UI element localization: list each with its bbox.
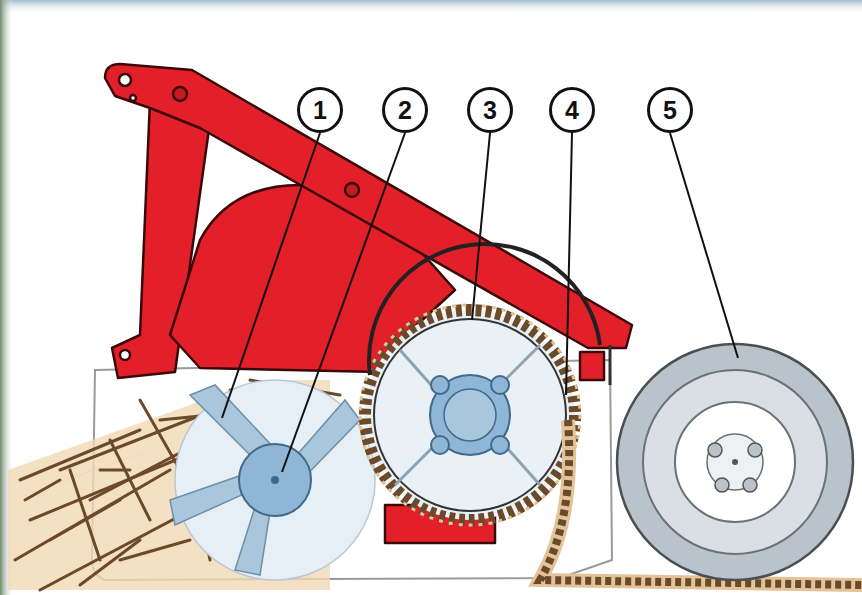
callout-number: 4	[549, 87, 595, 133]
callout-number: 5	[647, 87, 693, 133]
callout-number: 1	[297, 87, 343, 133]
hood-edge	[369, 244, 600, 375]
wheel-bracket	[609, 345, 612, 385]
flail-rotor	[170, 380, 375, 580]
depth-wheel	[617, 344, 853, 580]
callout-number: 2	[382, 87, 428, 133]
red-frame	[105, 64, 632, 543]
leader-lines	[222, 133, 738, 472]
chopping-roller	[360, 305, 580, 525]
callout-number: 3	[467, 87, 513, 133]
photo-edge	[0, 0, 862, 14]
